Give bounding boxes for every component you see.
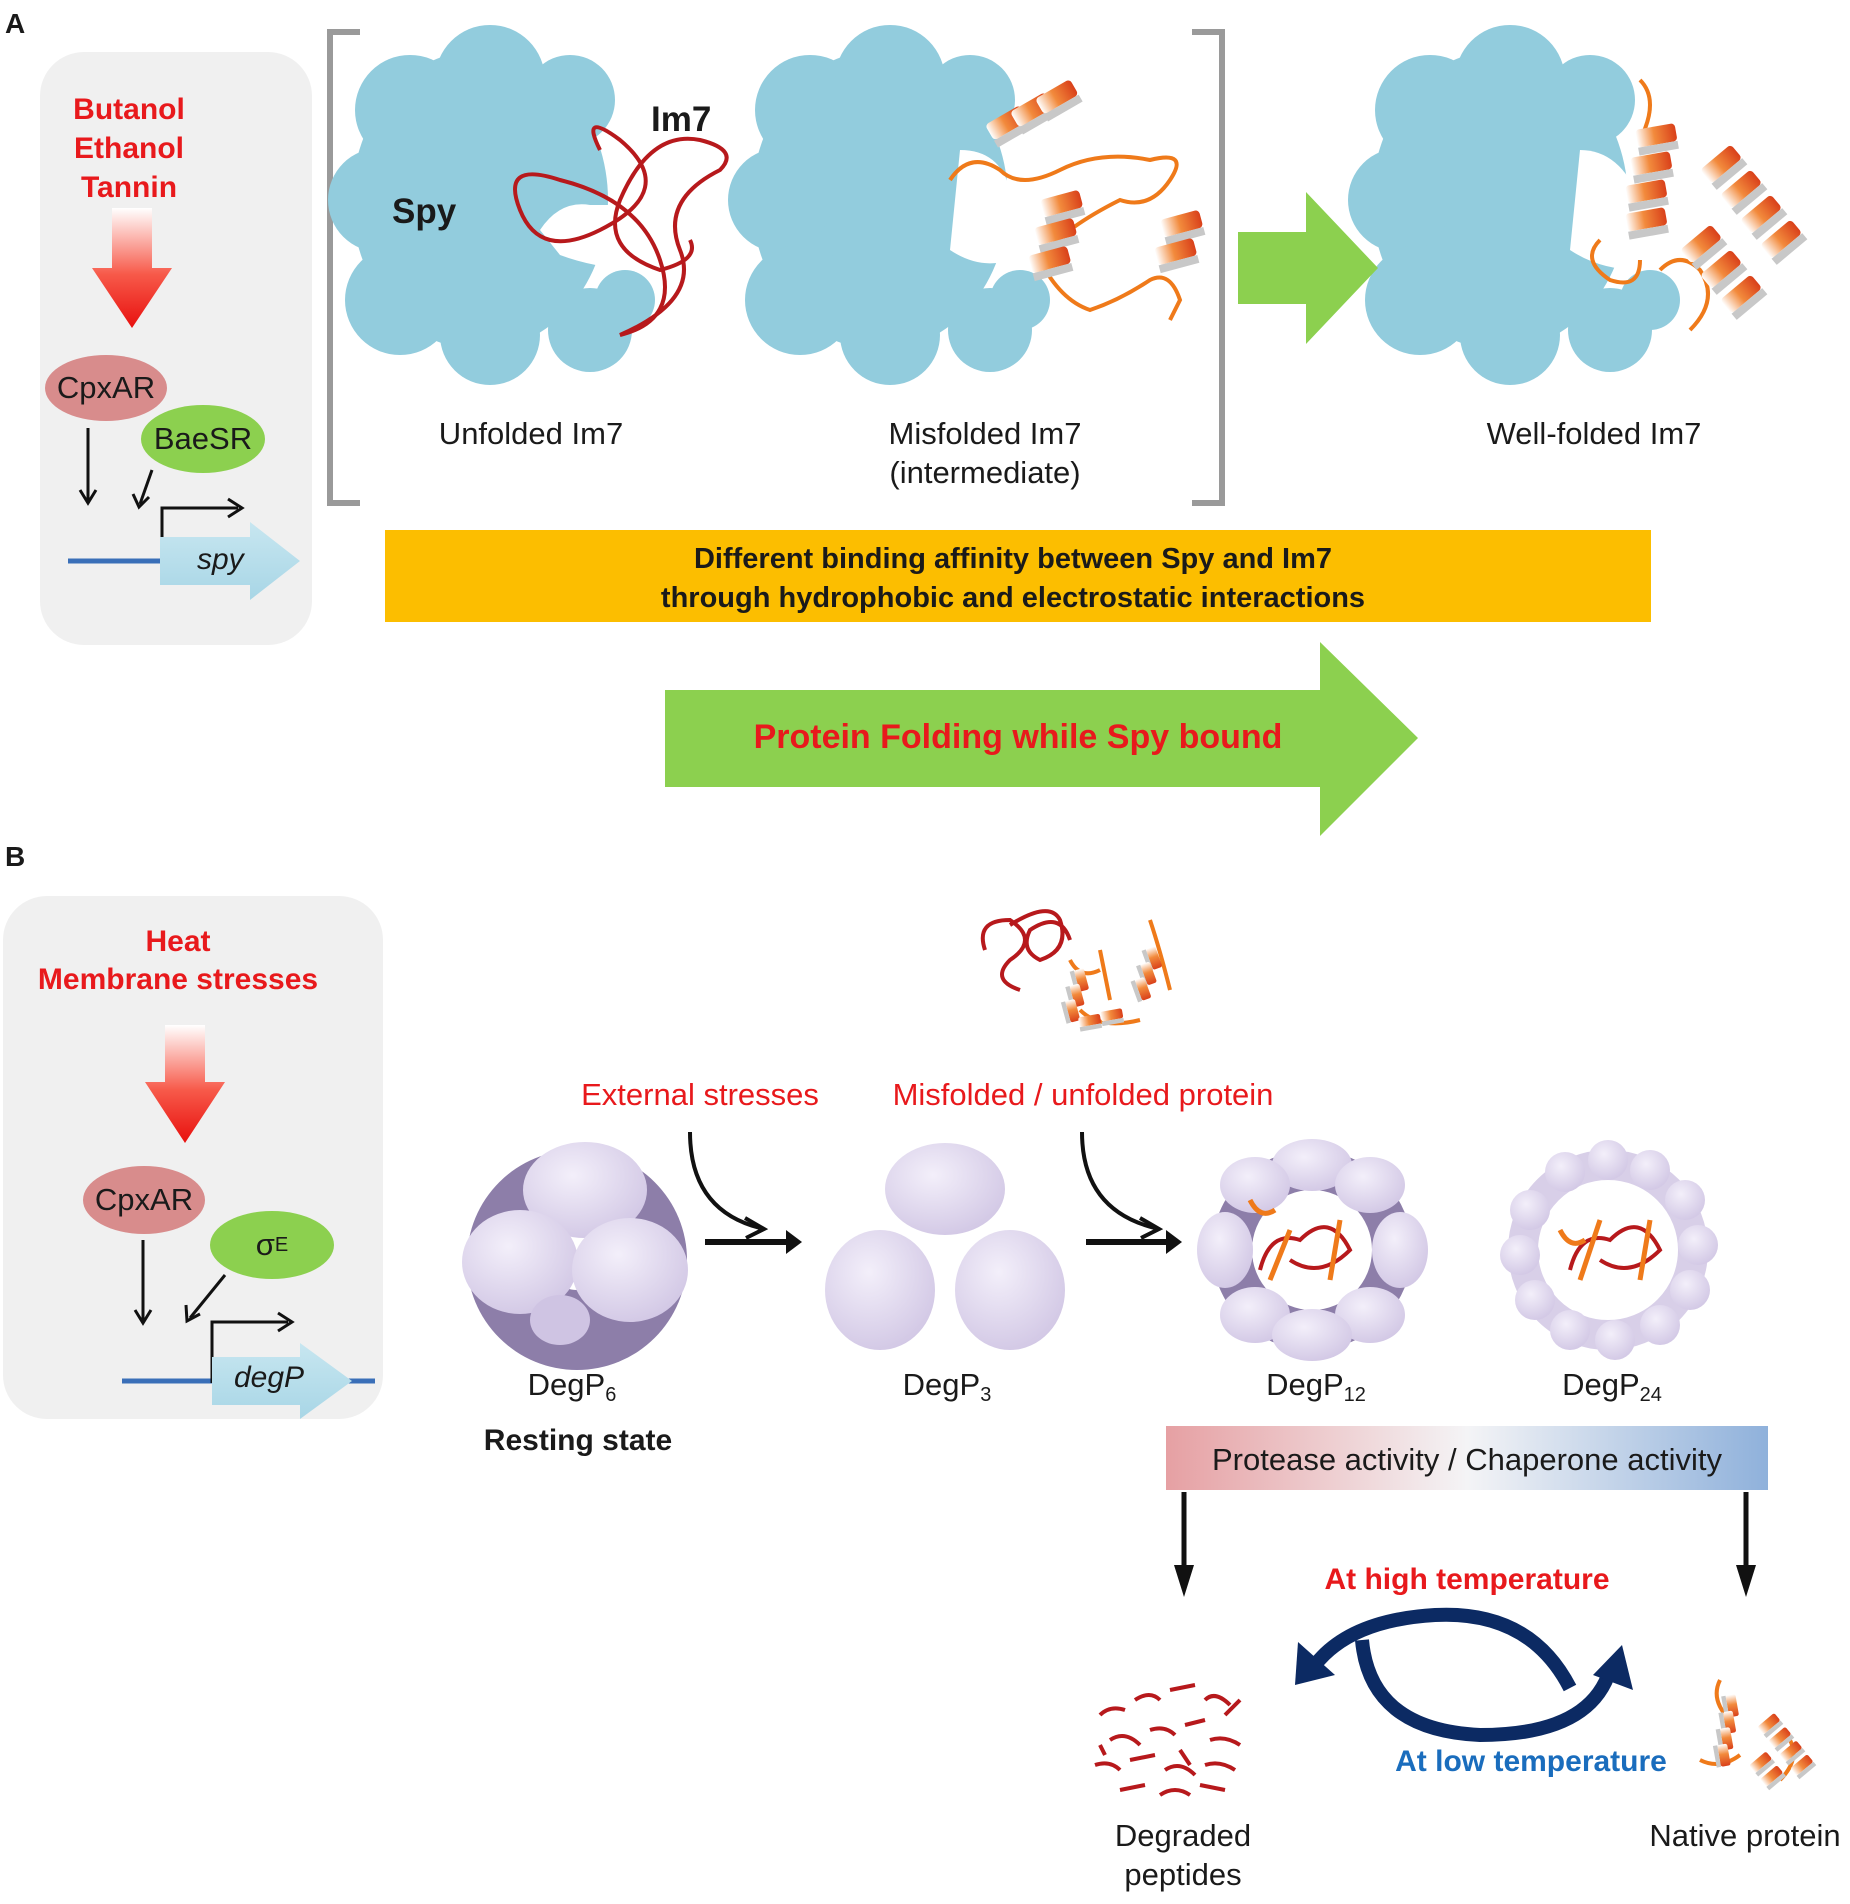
degraded-peptides-fragments — [1094, 1683, 1242, 1797]
stress-arrow-b — [145, 1025, 225, 1143]
stressor-tannin: Tannin — [80, 171, 178, 204]
native-protein-helices — [1712, 1694, 1817, 1791]
misfolded-im7-strand — [948, 154, 1183, 321]
activity-bar — [1166, 1426, 1768, 1490]
folding-arrow — [665, 642, 1418, 836]
panel-b-regulation-box — [3, 896, 383, 1419]
degp24-complex — [1500, 1140, 1718, 1360]
folding-arrow-label: Protein Folding while Spy bound — [753, 718, 1283, 756]
native-protein-strand — [1699, 1679, 1796, 1782]
stressor-ethanol: Ethanol — [74, 132, 184, 165]
low-temp-arc — [1355, 1639, 1617, 1743]
transition-arrows — [688, 1131, 1170, 1245]
substrate-misfolded — [1068, 919, 1172, 1026]
regulation-arrows-a — [78, 428, 154, 510]
panel-b-label: B — [5, 841, 26, 872]
activity-bar-label: Protease activity / Chaperone activity — [1211, 1442, 1723, 1477]
substrate-helices — [1060, 946, 1163, 1032]
unfolded-im7-label: Unfolded Im7 — [438, 416, 624, 451]
spy-cloud-1 — [328, 25, 655, 385]
cpxar-oval-a: CpxAR — [45, 355, 167, 421]
binding-affinity-line2: through hydrophobic and electrostatic in… — [660, 582, 1366, 614]
degraded-peptides-line1: Degraded — [1114, 1818, 1252, 1853]
degp12-label: DegP12 — [1266, 1367, 1366, 1406]
left-bracket — [327, 29, 360, 506]
low-temperature-label: At low temperature — [1395, 1745, 1667, 1778]
stressor-butanol: Butanol — [73, 93, 185, 126]
im7-label: Im7 — [651, 100, 712, 139]
misfolded-im7-label: Misfolded Im7 — [888, 416, 1082, 451]
degp3-complex — [825, 1143, 1065, 1350]
binding-affinity-bar — [385, 530, 1651, 622]
binding-affinity-line1: Different binding affinity between Spy a… — [693, 543, 1333, 575]
outcome-arrows — [1181, 1492, 1749, 1570]
green-arrow-small — [1238, 192, 1378, 344]
spy-cloud-3 — [1348, 25, 1680, 385]
sigma-superscript: E — [274, 1233, 289, 1256]
unfolded-im7-strand — [513, 125, 729, 337]
degp24-label: DegP24 — [1562, 1367, 1662, 1406]
spy-gene-label: spy — [197, 543, 244, 576]
stressor-membrane: Membrane stresses — [37, 963, 319, 996]
substrate-unfolded — [980, 909, 1072, 992]
degp-gene-arrow — [212, 1343, 352, 1419]
panel-a-label: A — [5, 8, 26, 39]
sigma-symbol: σ — [255, 1227, 275, 1262]
high-temp-arc — [1309, 1607, 1577, 1692]
degp6-label: DegP6 — [527, 1367, 617, 1406]
degp-gene-label: degP — [234, 1361, 305, 1394]
degp6-complex — [462, 1142, 688, 1370]
stress-arrow-a — [92, 208, 172, 328]
stressor-heat: Heat — [145, 925, 211, 958]
high-temperature-label: At high temperature — [1324, 1563, 1610, 1596]
right-bracket — [1192, 29, 1225, 506]
baesr-oval: BaeSR — [141, 405, 265, 473]
panel-a-regulation-box — [40, 52, 312, 645]
native-protein-label: Native protein — [1649, 1818, 1841, 1853]
wellfolded-im7-label: Well-folded Im7 — [1486, 416, 1702, 451]
regulation-arrows-b — [133, 1240, 227, 1326]
misfolded-protein-label: Misfolded / unfolded protein — [892, 1077, 1274, 1112]
misfolded-intermediate-label: (intermediate) — [889, 455, 1081, 490]
spy-label: Spy — [392, 192, 457, 231]
external-stresses-label: External stresses — [581, 1077, 819, 1112]
resting-state-label: Resting state — [483, 1424, 673, 1457]
spy-cloud-2 — [728, 25, 1050, 385]
cpxar-oval-b: CpxAR — [83, 1166, 205, 1234]
degp3-label: DegP3 — [902, 1367, 992, 1406]
degp12-complex — [1197, 1139, 1428, 1361]
spy-gene-arrow — [160, 522, 300, 600]
degraded-peptides-line2: peptides — [1124, 1857, 1242, 1892]
